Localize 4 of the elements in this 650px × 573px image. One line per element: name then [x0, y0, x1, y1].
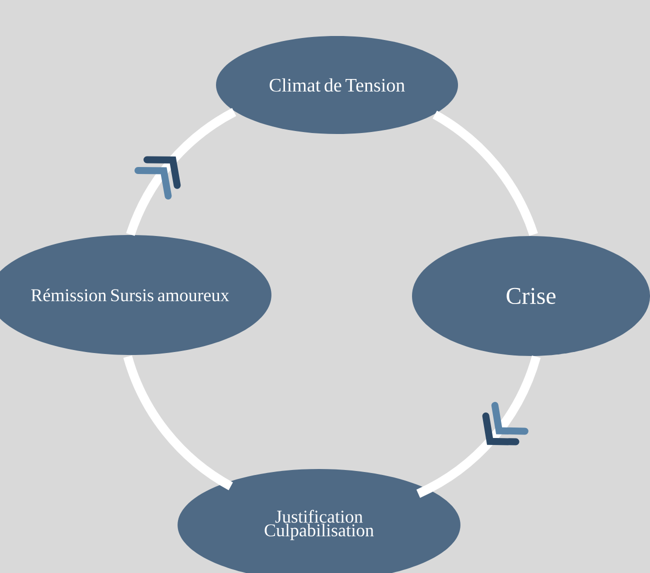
connector-arc: [432, 110, 538, 236]
ellipse-node: Crise: [412, 236, 650, 356]
connector-arc: [123, 355, 234, 490]
ellipse-node: Climat de Tension: [216, 36, 458, 134]
